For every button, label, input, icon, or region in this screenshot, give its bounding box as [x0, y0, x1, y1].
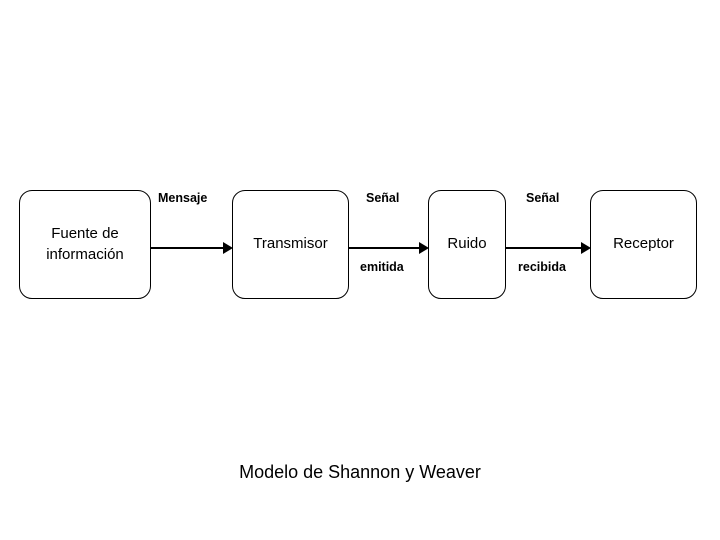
- edge-label-recibida-below: recibida: [518, 260, 566, 274]
- node-ruido[interactable]: Ruido: [428, 190, 506, 299]
- edge-label-emitida-below: emitida: [360, 260, 404, 274]
- edge-label-mensaje: Mensaje: [158, 191, 208, 205]
- node-receptor[interactable]: Receptor: [590, 190, 697, 299]
- edge-label-senal-recibida-above: Señal: [526, 191, 560, 205]
- node-fuente-de-informacion[interactable]: Fuente de información: [19, 190, 151, 299]
- diagram-title: Modelo de Shannon y Weaver: [239, 462, 481, 482]
- node-transmisor[interactable]: Transmisor: [232, 190, 349, 299]
- arrow-fuente-to-transmisor: [151, 228, 233, 268]
- arrow-ruido-to-receptor: [506, 228, 591, 268]
- arrow-transmisor-to-ruido: [349, 228, 429, 268]
- edge-label-senal-emitida-above: Señal: [366, 191, 400, 205]
